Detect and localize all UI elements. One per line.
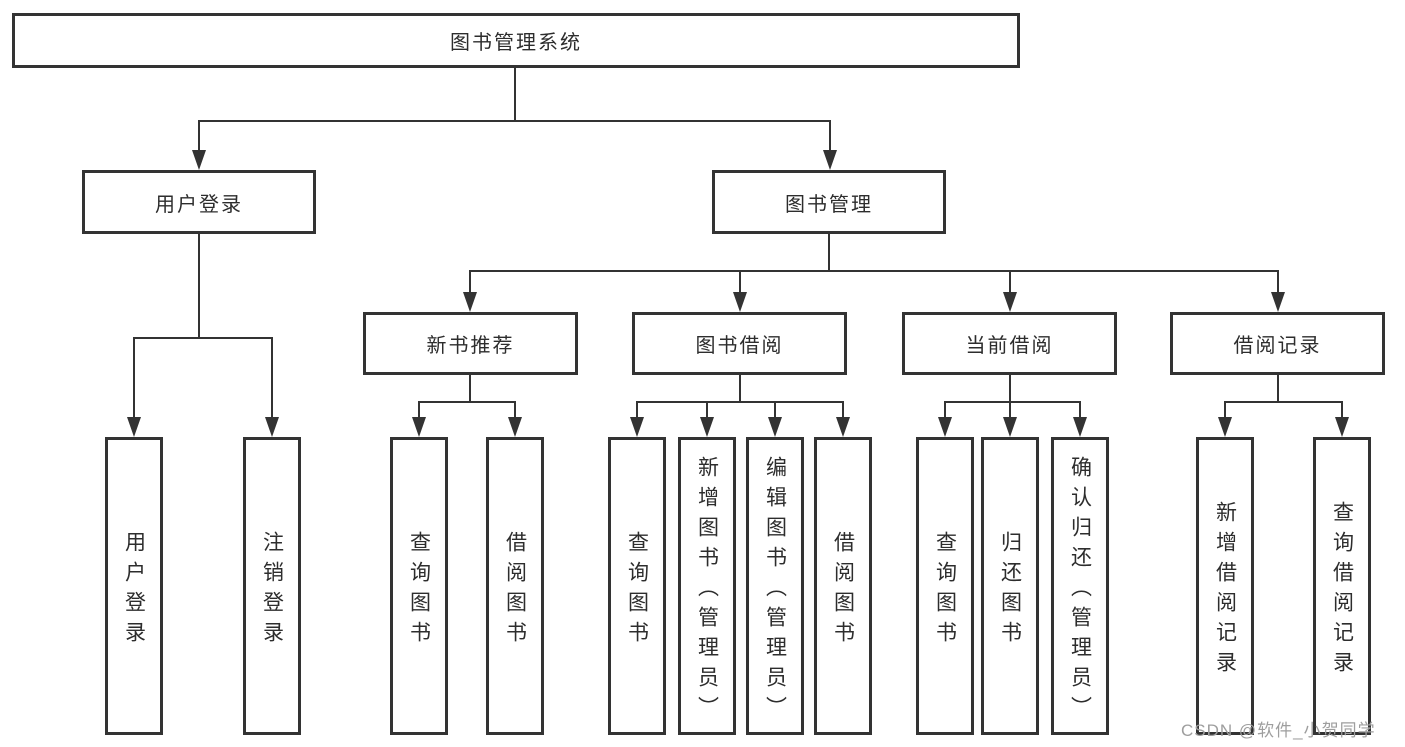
arrowhead-icon [412, 417, 426, 437]
connector-line [198, 120, 831, 122]
leaf-label: 查询图书 [933, 530, 957, 651]
arrowhead-icon [508, 417, 522, 437]
leaf-borrow-books: 借阅图书 [814, 437, 872, 735]
leaf-label: 编辑图书（管理员） [763, 455, 787, 726]
leaf-label: 注销登录 [260, 530, 284, 651]
arrowhead-icon [1003, 292, 1017, 312]
leaf-query-books-current: 查询图书 [916, 437, 974, 735]
connector-line [418, 401, 420, 417]
leaf-label: 查询借阅记录 [1330, 500, 1354, 681]
arrowhead-icon [1218, 417, 1232, 437]
arrowhead-icon [768, 417, 782, 437]
node-book-management: 图书管理 [712, 170, 946, 234]
connector-line [1224, 401, 1343, 403]
connector-line [739, 270, 741, 292]
connector-line [1009, 270, 1011, 292]
leaf-label: 归还图书 [998, 530, 1022, 651]
node-user-login: 用户登录 [82, 170, 316, 234]
connector-line [1079, 401, 1081, 417]
node-borrow-records: 借阅记录 [1170, 312, 1385, 375]
node-book-borrow: 图书借阅 [632, 312, 847, 375]
connector-line [706, 401, 708, 417]
leaf-label: 借阅图书 [831, 530, 855, 651]
connector-line [1277, 270, 1279, 292]
arrowhead-icon [630, 417, 644, 437]
connector-line [198, 120, 200, 150]
connector-line [271, 337, 273, 417]
leaf-add-books-admin: 新增图书（管理员） [678, 437, 736, 735]
connector-line [418, 401, 516, 403]
leaf-query-books-recommend: 查询图书 [390, 437, 448, 735]
connector-line [469, 270, 471, 292]
connector-line [1009, 401, 1011, 417]
connector-line [828, 234, 830, 270]
leaf-query-borrow-record: 查询借阅记录 [1313, 437, 1371, 735]
arrowhead-icon [1335, 417, 1349, 437]
leaf-query-books-borrow: 查询图书 [608, 437, 666, 735]
leaf-borrow-books-recommend: 借阅图书 [486, 437, 544, 735]
connector-line [1224, 401, 1226, 417]
arrowhead-icon [938, 417, 952, 437]
leaf-logout: 注销登录 [243, 437, 301, 735]
connector-line [1009, 375, 1011, 401]
node-current-borrow: 当前借阅 [902, 312, 1117, 375]
arrowhead-icon [265, 417, 279, 437]
arrowhead-icon [1073, 417, 1087, 437]
connector-line [1341, 401, 1343, 417]
arrowhead-icon [1271, 292, 1285, 312]
leaf-add-borrow-record: 新增借阅记录 [1196, 437, 1254, 735]
leaf-confirm-return-admin: 确认归还（管理员） [1051, 437, 1109, 735]
connector-line [829, 120, 831, 150]
arrowhead-icon [733, 292, 747, 312]
leaf-return-books: 归还图书 [981, 437, 1039, 735]
connector-line [514, 401, 516, 417]
connector-line [636, 401, 638, 417]
watermark: CSDN @软件_小贺同学 [1181, 721, 1376, 740]
leaf-label: 新增图书（管理员） [695, 455, 719, 726]
connector-line [133, 337, 273, 339]
arrowhead-icon [700, 417, 714, 437]
arrowhead-icon [1003, 417, 1017, 437]
connector-line [469, 270, 1279, 272]
leaf-label: 查询图书 [407, 530, 431, 651]
connector-line [842, 401, 844, 417]
connector-line [469, 375, 471, 401]
connector-line [198, 234, 200, 337]
connector-line [774, 401, 776, 417]
node-root: 图书管理系统 [12, 13, 1020, 68]
connector-line [944, 401, 946, 417]
arrowhead-icon [823, 150, 837, 170]
leaf-label: 用户登录 [122, 530, 146, 651]
leaf-label: 新增借阅记录 [1213, 500, 1237, 681]
connector-line [636, 401, 844, 403]
connector-line [944, 401, 1081, 403]
leaf-label: 查询图书 [625, 530, 649, 651]
arrowhead-icon [192, 150, 206, 170]
connector-line [739, 375, 741, 401]
node-new-book-recommend: 新书推荐 [363, 312, 578, 375]
arrowhead-icon [463, 292, 477, 312]
connector-line [133, 337, 135, 417]
connector-line [514, 68, 516, 120]
leaf-label: 借阅图书 [503, 530, 527, 651]
connector-line [1277, 375, 1279, 401]
leaf-edit-books-admin: 编辑图书（管理员） [746, 437, 804, 735]
arrowhead-icon [127, 417, 141, 437]
leaf-label: 确认归还（管理员） [1068, 455, 1092, 726]
leaf-user-login: 用户登录 [105, 437, 163, 735]
arrowhead-icon [836, 417, 850, 437]
